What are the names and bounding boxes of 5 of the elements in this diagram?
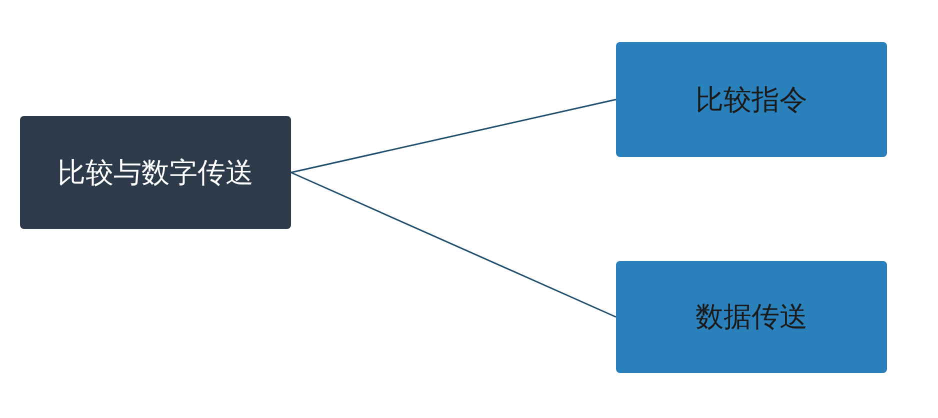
topic-box: 比较与数字传送 (20, 116, 291, 229)
topic-box: 数据传送 (616, 261, 887, 373)
topic-box: 比较指令 (616, 42, 887, 157)
connector-line (290, 98, 616, 174)
connector-line (290, 172, 616, 318)
